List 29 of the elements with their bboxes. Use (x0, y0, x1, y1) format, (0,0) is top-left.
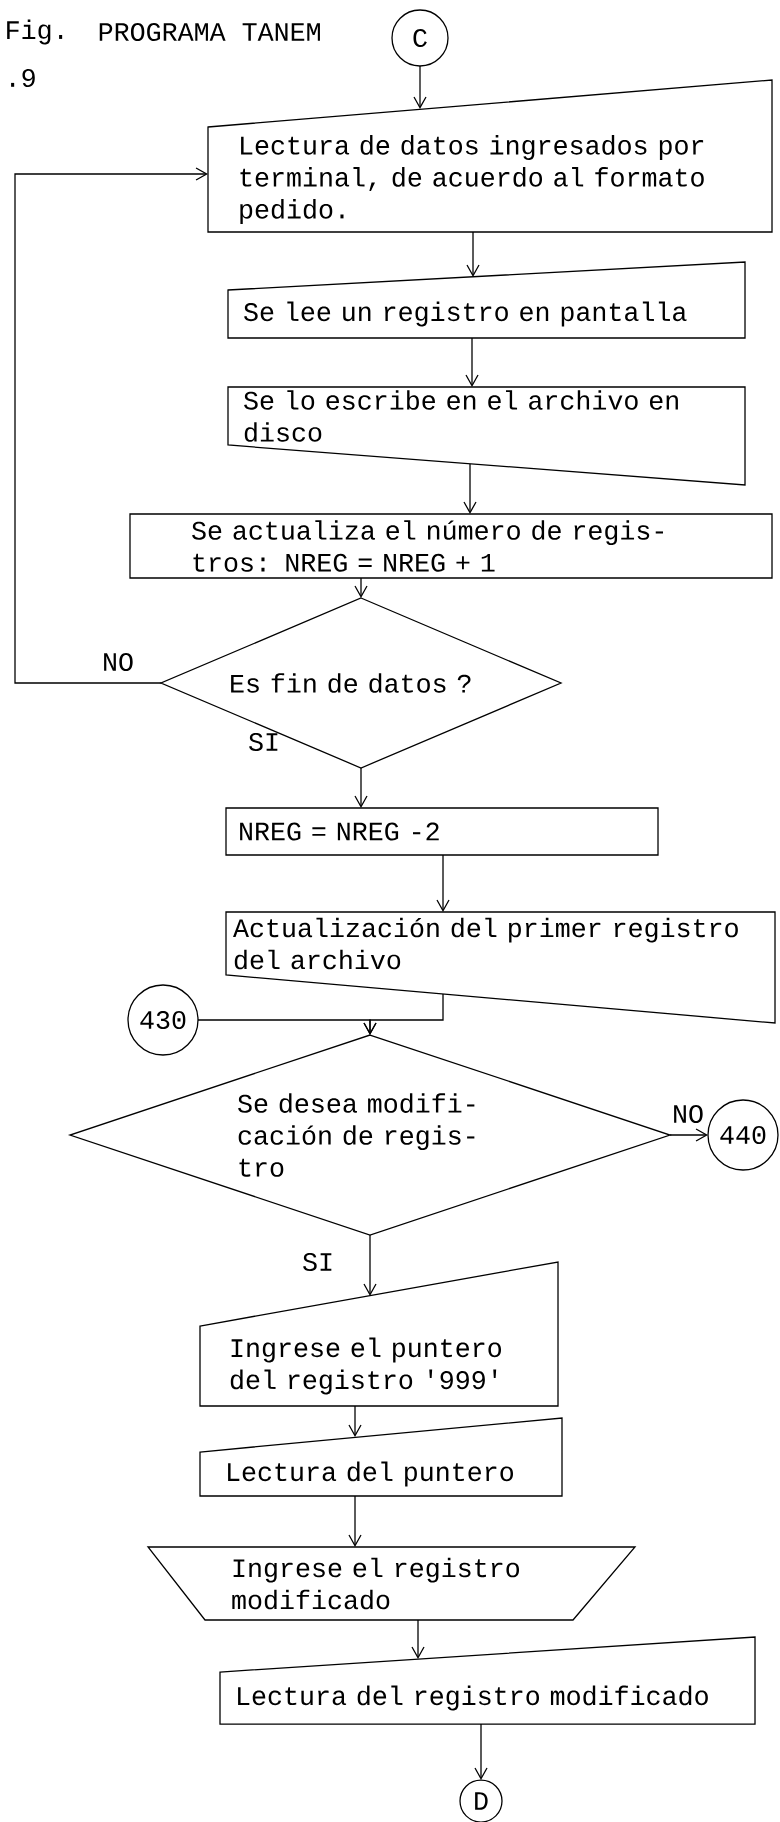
arrow (411, 1619, 425, 1660)
edge-label: NO (104, 652, 133, 672)
figure-label: Fig. (7, 19, 63, 45)
arrow (669, 1128, 708, 1142)
arrow (197, 1019, 377, 1035)
arrow (463, 463, 477, 514)
slanted-box: Se lo escribe en el archivo en disco (227, 386, 746, 486)
arrow (348, 1405, 362, 1438)
process-box: Se actualiza el número de regis- tros: NREG = NREG + 1 (129, 513, 773, 579)
arrow (348, 1495, 362, 1547)
process-box: NREG = NREG -2 (225, 807, 659, 856)
arrow (354, 577, 368, 598)
arrow (436, 854, 450, 912)
manual-input-box: Lectura de datos ingresados por terminal, de acuerdo al formato pedido. (207, 79, 773, 233)
arrow (14, 167, 208, 684)
edge-label: NO (674, 1104, 703, 1124)
figure-label: .9 (11, 68, 35, 88)
arrow (413, 65, 427, 109)
edge-label: SI (249, 732, 278, 752)
arrow (363, 1234, 377, 1296)
arrow (354, 767, 368, 808)
arrow (474, 1723, 488, 1781)
manual-input-box: Se lee un registro en pantalla (227, 261, 746, 339)
slanted-box: Actualización del primer registro del archivo (225, 911, 776, 1024)
title: PROGRAMA TANEM (99, 22, 320, 42)
arrow (465, 337, 479, 387)
arrow (466, 231, 480, 277)
manual-input-box: Lectura del registro modificado (219, 1636, 756, 1725)
manual-input-box: Lectura del puntero (199, 1417, 563, 1497)
